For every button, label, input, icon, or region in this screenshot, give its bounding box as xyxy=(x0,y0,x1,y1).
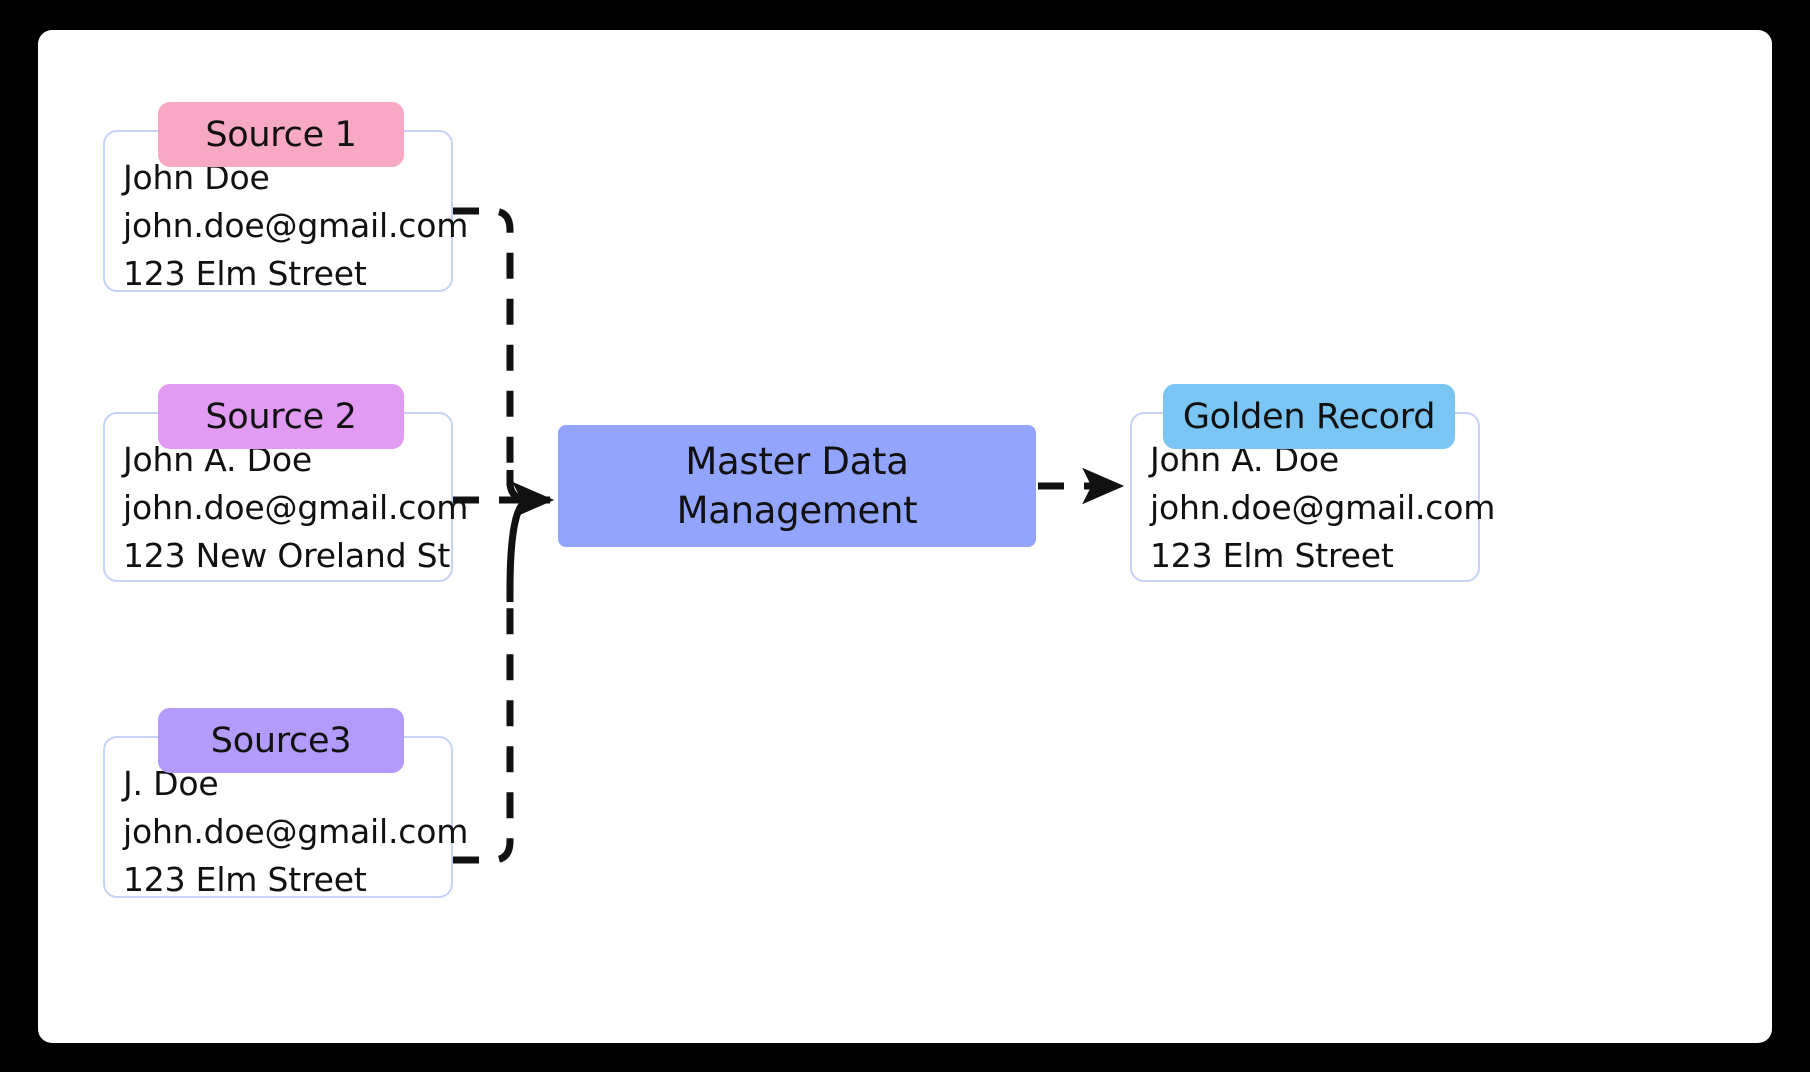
source-chip-2-label: Source 2 xyxy=(205,396,357,437)
source-1-email: john.doe@gmail.com xyxy=(123,206,469,245)
source-chip-2[interactable]: Source 2 xyxy=(158,384,404,449)
source-1-address: 123 Elm Street xyxy=(123,254,367,293)
source-card-1-body: John Doe john.doe@gmail.com 123 Elm Stre… xyxy=(123,154,469,298)
golden-record-body: John A. Doe john.doe@gmail.com 123 Elm S… xyxy=(1150,436,1496,580)
connector-merge-lower xyxy=(506,496,531,602)
process-label-line-2: Management xyxy=(676,489,918,532)
source-chip-3[interactable]: Source3 xyxy=(158,708,404,773)
golden-record-chip[interactable]: Golden Record xyxy=(1163,384,1455,449)
source-2-address: 123 New Oreland St xyxy=(123,536,451,575)
source-card-2-body: John A. Doe john.doe@gmail.com 123 New O… xyxy=(123,436,469,580)
connector-merge-upper xyxy=(506,470,531,504)
source-2-email: john.doe@gmail.com xyxy=(123,488,469,527)
process-box-mdm[interactable]: Master Data Management xyxy=(558,425,1036,547)
source-chip-1-label: Source 1 xyxy=(205,114,357,155)
source-chip-3-label: Source3 xyxy=(210,720,352,761)
mdm-flow-diagram: John Doe john.doe@gmail.com 123 Elm Stre… xyxy=(38,30,1772,1043)
golden-record-address: 123 Elm Street xyxy=(1150,536,1394,575)
source-3-email: john.doe@gmail.com xyxy=(123,812,469,851)
process-label-line-1: Master Data xyxy=(685,440,909,483)
diagram-canvas: John Doe john.doe@gmail.com 123 Elm Stre… xyxy=(38,30,1772,1043)
source-card-3-body: J. Doe john.doe@gmail.com 123 Elm Street xyxy=(123,760,469,904)
source-chip-1[interactable]: Source 1 xyxy=(158,102,404,167)
source-3-address: 123 Elm Street xyxy=(123,860,367,899)
golden-record-email: john.doe@gmail.com xyxy=(1150,488,1496,527)
golden-record-chip-label: Golden Record xyxy=(1182,396,1436,437)
connector-source-1 xyxy=(453,207,514,486)
